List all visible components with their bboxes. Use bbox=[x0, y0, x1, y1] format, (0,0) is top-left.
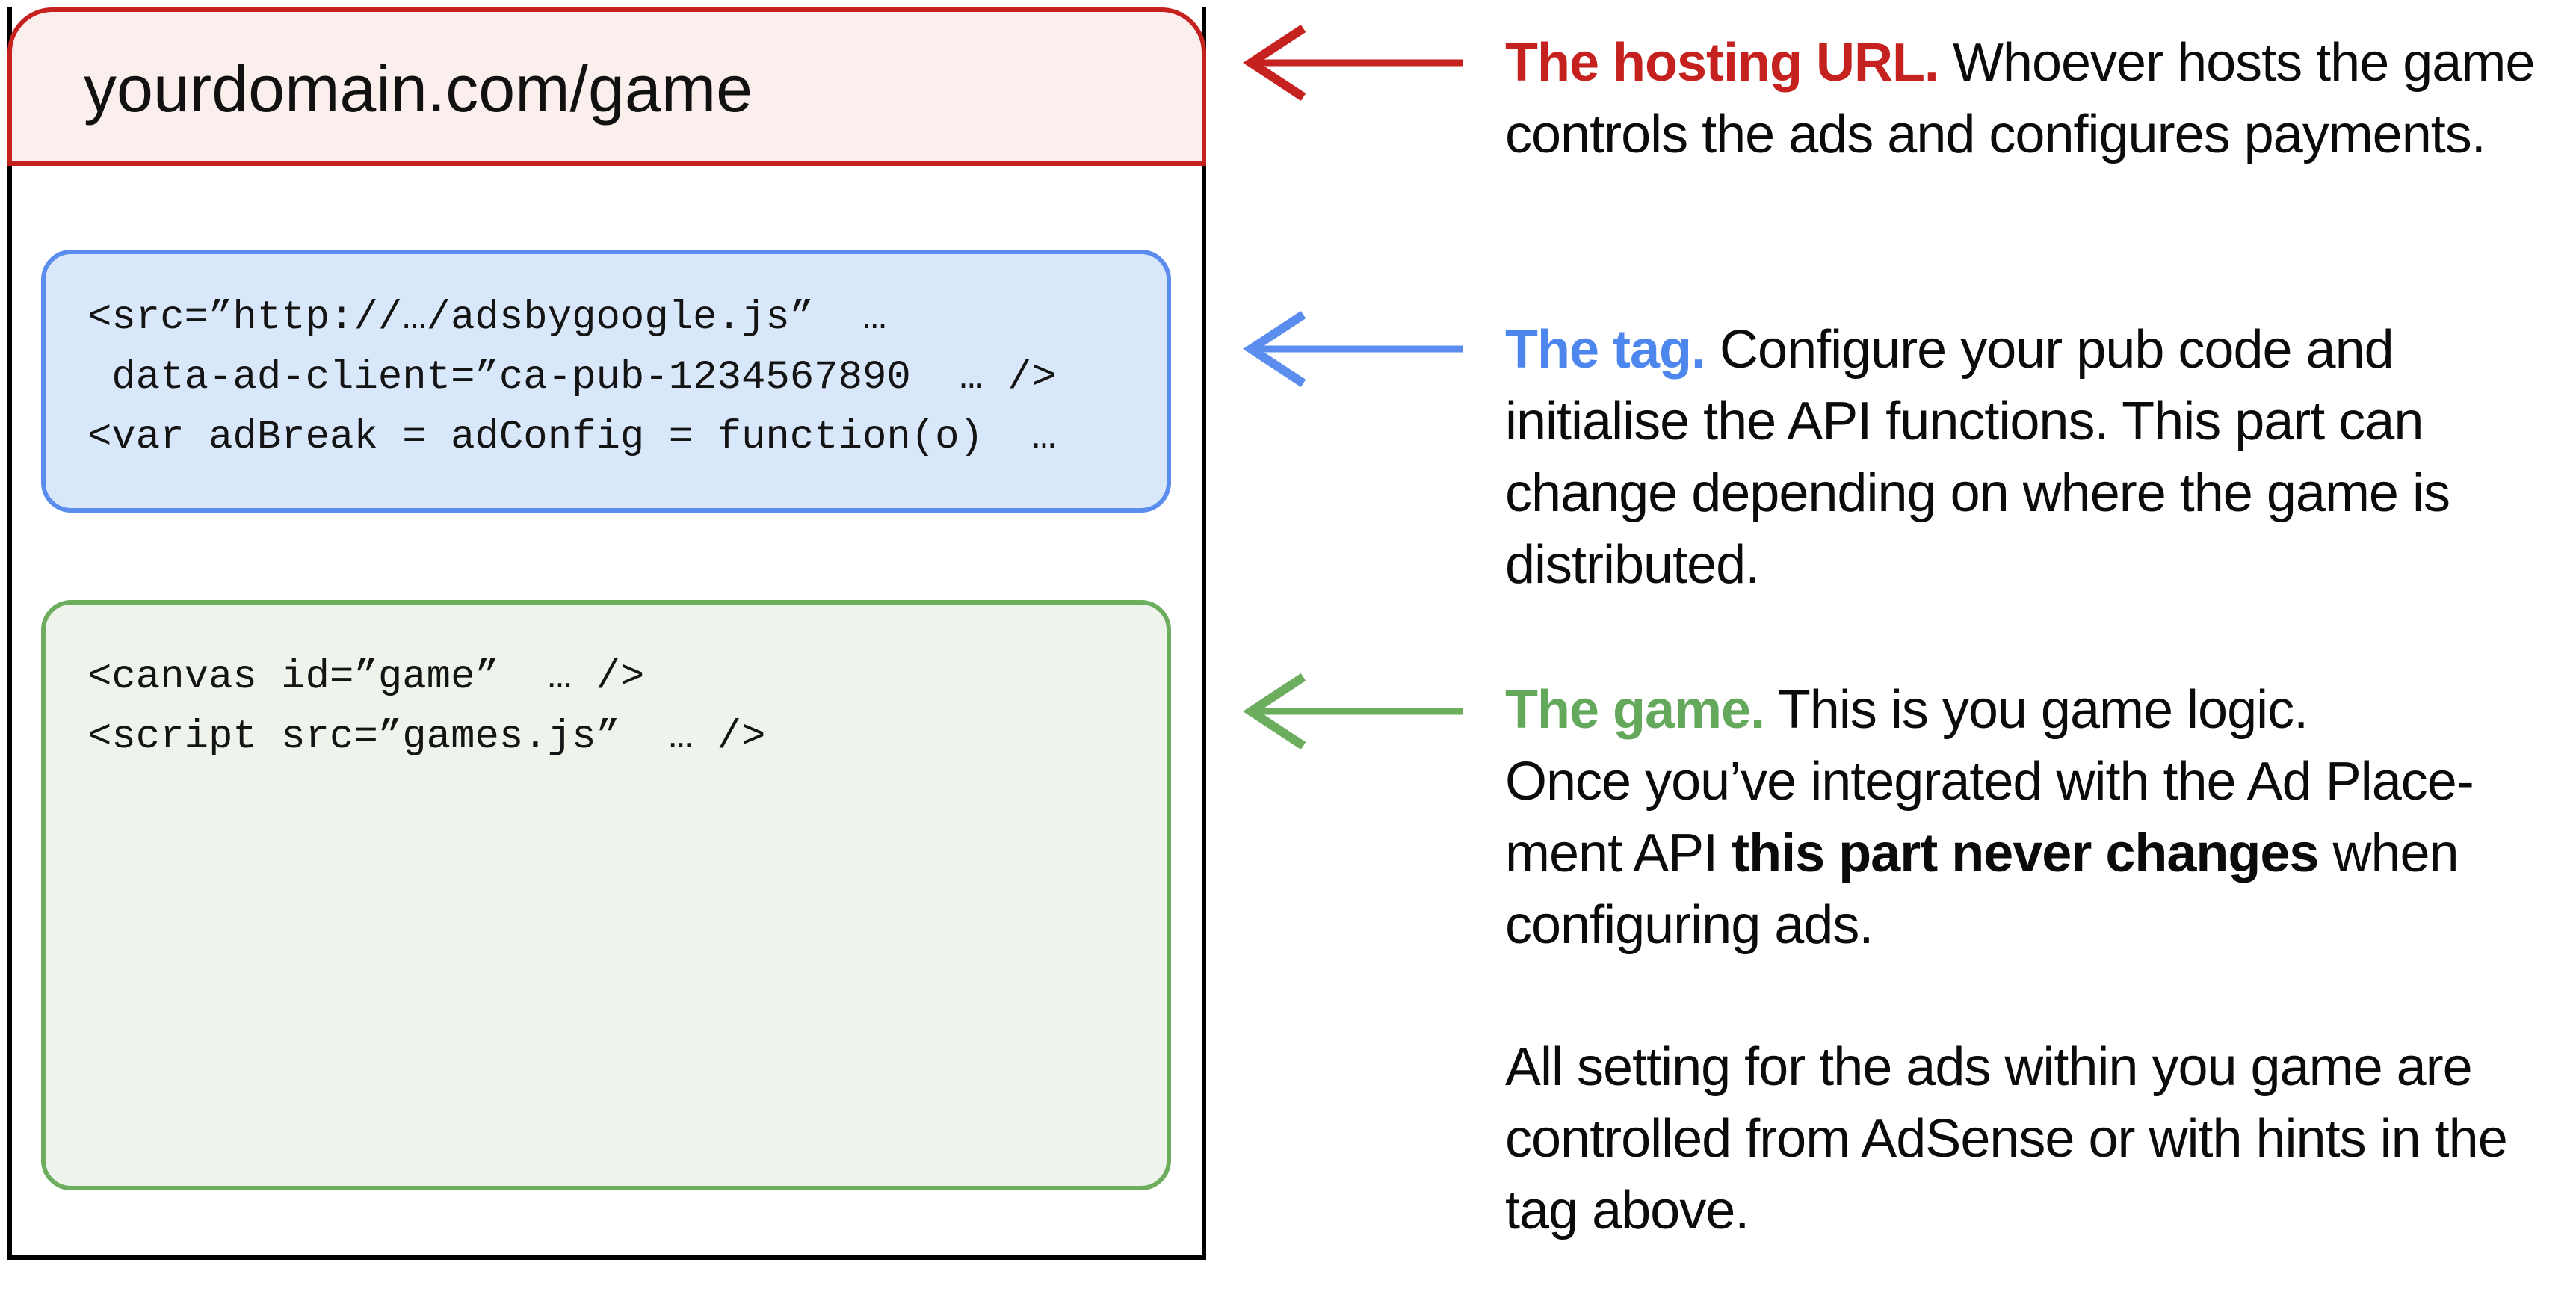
annotation-text: controlled from AdSense or with hints in… bbox=[1505, 1109, 2508, 1169]
annotation-text: This is you game logic. bbox=[1777, 680, 2308, 740]
annotation-line: The game. This is you game logic. bbox=[1505, 674, 2474, 746]
annotation-line: tag above. bbox=[1505, 1175, 2507, 1246]
annotation-text: ment API bbox=[1505, 823, 1718, 883]
annotation-line: All setting for the ads within you game … bbox=[1505, 1031, 2507, 1103]
annotation-line: controlled from AdSense or with hints in… bbox=[1505, 1103, 2508, 1175]
annotation-line: distributed. bbox=[1505, 529, 2450, 601]
hosting-annotation: The hosting URL. Whoever hosts the game … bbox=[1505, 27, 2535, 170]
annotation-text: Whoever hosts the game bbox=[1952, 33, 2535, 93]
url-text: yourdomain.com/game bbox=[84, 52, 753, 126]
annotation-text: All setting for the ads within you game … bbox=[1505, 1037, 2473, 1097]
annotation-text: when bbox=[2332, 823, 2459, 883]
annotation-text: Configure your pub code and bbox=[1720, 320, 2394, 380]
annotation-text: initialise the API functions. This part … bbox=[1505, 392, 2424, 451]
annotation-line: initialise the API functions. This part … bbox=[1505, 386, 2450, 457]
tag-arrow-icon bbox=[1243, 310, 1463, 388]
annotation-line: configuring ads. bbox=[1505, 889, 2474, 961]
code-line: data-ad-client=”ca-pub-1234567890 … /> bbox=[87, 355, 1057, 401]
annotation-text: distributed. bbox=[1505, 535, 1760, 595]
ad-tag-code-block: <src=”http://…/adsbygoogle.js” … data-ad… bbox=[41, 250, 1171, 513]
annotation-line: controls the ads and configures payments… bbox=[1505, 99, 2534, 170]
annotation-text: controls the ads and configures payments… bbox=[1505, 105, 2486, 164]
annotation-line: ment API this part never changes when bbox=[1505, 817, 2474, 889]
annotation-lead: The tag. bbox=[1505, 320, 1706, 380]
annotation-line: change depending on where the game is bbox=[1505, 457, 2450, 529]
code-line: <script src=”games.js” … /> bbox=[87, 714, 766, 760]
settings-note: All setting for the ads within you game … bbox=[1505, 1031, 2508, 1246]
annotation-text: Once you’ve integrated with the Ad Place… bbox=[1505, 752, 2474, 812]
annotation-text: tag above. bbox=[1505, 1181, 1749, 1240]
annotation-text: configuring ads. bbox=[1505, 895, 1874, 955]
game-annotation: The game. This is you game logic. Once y… bbox=[1505, 674, 2474, 961]
game-code-block: <canvas id=”game” … /> <script src=”game… bbox=[41, 600, 1171, 1190]
annotation-text: change depending on where the game is bbox=[1505, 463, 2450, 523]
game-arrow-icon bbox=[1243, 673, 1463, 750]
annotation-lead: The game. bbox=[1505, 680, 1765, 740]
code-line: <var adBreak = adConfig = function(o) … bbox=[87, 415, 1057, 460]
hosting-arrow-icon bbox=[1243, 24, 1463, 102]
code-line: <src=”http://…/adsbygoogle.js” … bbox=[87, 295, 887, 341]
annotation-lead: The hosting URL. bbox=[1505, 33, 1939, 93]
url-bar: yourdomain.com/game bbox=[7, 7, 1206, 166]
code-line: <canvas id=”game” … /> bbox=[87, 655, 645, 700]
browser-window: yourdomain.com/game <src=”http://…/adsby… bbox=[7, 7, 1206, 1260]
annotation-line: The tag. Configure your pub code and bbox=[1505, 314, 2450, 386]
annotation-line: Once you’ve integrated with the Ad Place… bbox=[1505, 746, 2474, 817]
annotation-text-bold: this part never changes bbox=[1732, 823, 2319, 883]
annotation-line: The hosting URL. Whoever hosts the game bbox=[1505, 27, 2535, 99]
tag-annotation: The tag. Configure your pub code and ini… bbox=[1505, 314, 2450, 601]
